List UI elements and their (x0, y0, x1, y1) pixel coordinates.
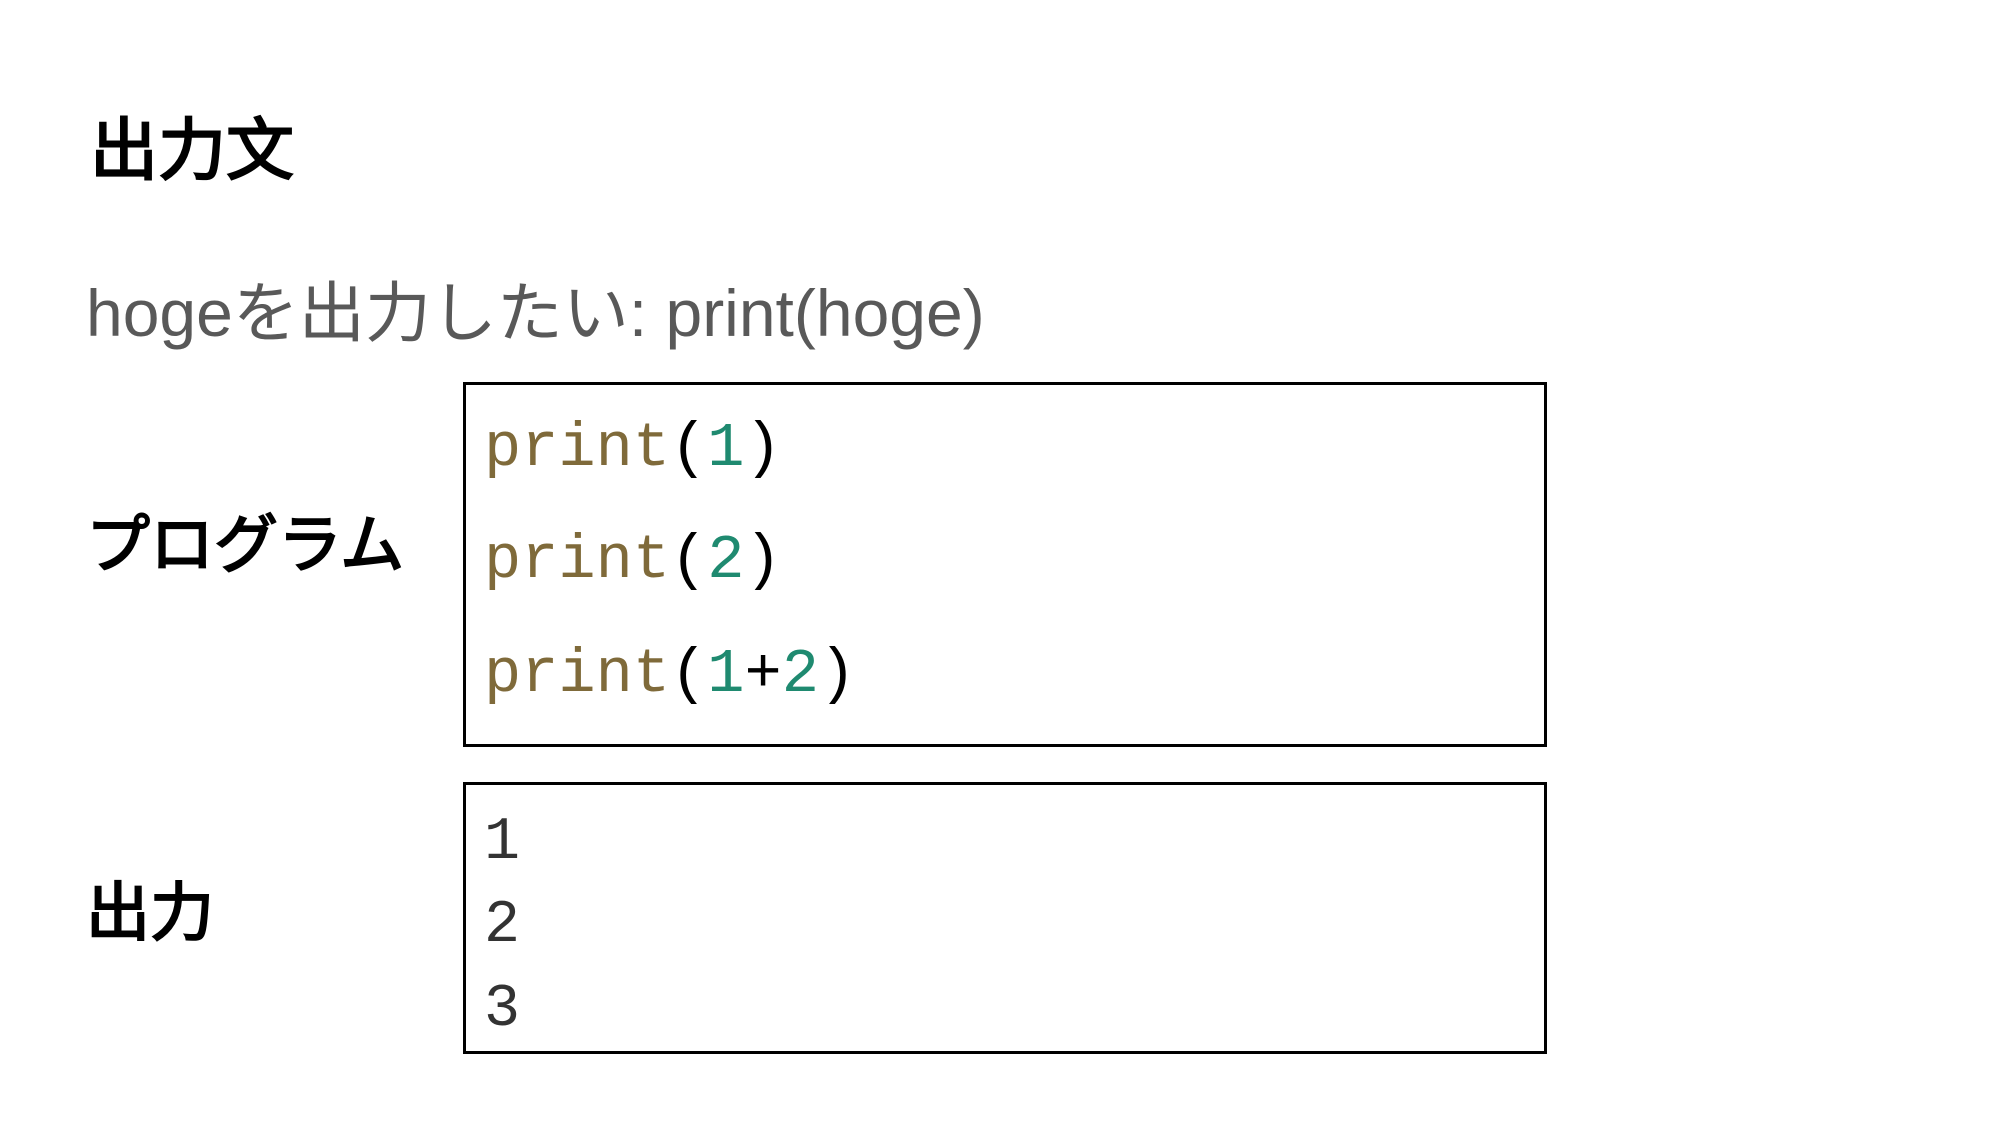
output-line: 3 (484, 976, 521, 1044)
program-label: プログラム (86, 509, 405, 583)
code-close-paren: ) (744, 525, 782, 596)
code-operator: + (744, 639, 782, 710)
output-box: 1 2 3 (463, 782, 1547, 1054)
code-open-paren: ( (670, 413, 708, 484)
program-code-box: print(1) print(2) print(1+2) (463, 382, 1547, 747)
code-line: print(2) (484, 530, 782, 592)
code-function-name: print (484, 525, 671, 596)
code-number: 1 (707, 413, 745, 484)
code-number: 2 (781, 639, 819, 710)
code-line: print(1+2) (484, 644, 856, 706)
code-number: 2 (707, 525, 745, 596)
code-open-paren: ( (670, 639, 708, 710)
code-open-paren: ( (670, 525, 708, 596)
output-line: 2 (484, 892, 521, 960)
code-close-paren: ) (818, 639, 857, 710)
slide-subtitle: hogeを出力したい: print(hoge) (86, 276, 985, 350)
code-function-name: print (484, 413, 671, 484)
code-line: print(1) (484, 418, 782, 480)
code-number: 1 (707, 639, 745, 710)
slide-title: 出力文 (90, 112, 295, 191)
code-close-paren: ) (744, 413, 782, 484)
output-line: 1 (484, 809, 521, 877)
code-function-name: print (484, 639, 671, 710)
output-label: 出力 (86, 877, 214, 951)
